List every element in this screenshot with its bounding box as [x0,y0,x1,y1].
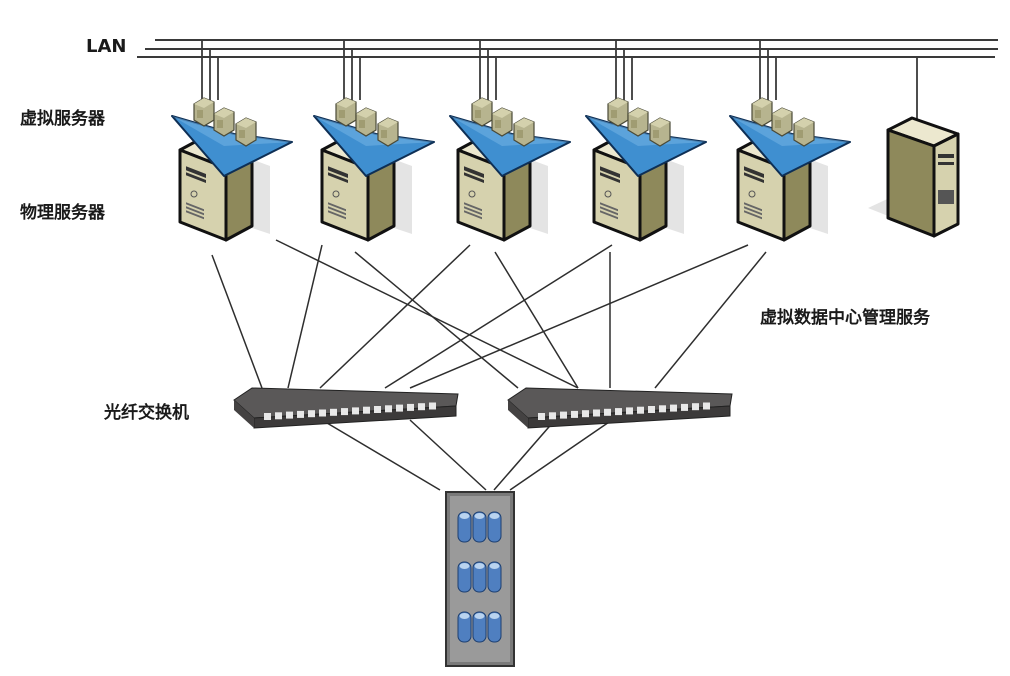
san-link [211,254,263,389]
san-link [354,251,519,389]
switch-port [418,403,425,411]
host-4 [586,98,706,240]
switch-port [385,405,392,413]
disk [472,611,487,643]
management-service-label: 虚拟数据中心管理服务 [760,308,930,328]
switch-port [659,405,666,413]
storage-array [445,491,515,667]
switch-port [626,407,633,415]
switch-port [352,407,359,415]
physical-servers-label: 物理服务器 [20,203,105,223]
switch-port [286,411,293,419]
switch-port [319,409,326,417]
disk [472,561,487,593]
switch-port [604,408,611,416]
virtual-servers-label: 虚拟服务器 [20,109,105,129]
switch-port [429,402,436,410]
san-link [409,244,749,389]
switch-port [363,406,370,414]
management-server [868,116,960,238]
switch-port [407,403,414,411]
disk [457,611,472,643]
switch-port [582,410,589,418]
san-link [409,419,487,491]
disk-top [459,513,470,519]
lan-drops [201,40,918,120]
san-links [211,239,767,491]
san-link [287,244,323,389]
disk [457,561,472,593]
switch-port [275,412,282,420]
disk-top [474,613,485,619]
host-1 [172,98,292,240]
san-link [319,244,471,389]
san-link [654,251,767,389]
switch-port [330,408,337,416]
san-link [275,239,579,389]
fiber-switch-2 [507,387,733,429]
disk-top [474,513,485,519]
disk [472,511,487,543]
host-2 [314,98,434,240]
switch-port [703,402,710,410]
switch-port [374,406,381,413]
san-link [509,419,613,491]
disk-top [459,563,470,569]
san-link [321,419,441,491]
disk-top [459,613,470,619]
switch-port [341,408,348,416]
switch-port [264,413,271,420]
switch-port [308,410,315,418]
switch-port [571,410,578,418]
host-3 [450,98,570,240]
disk [487,511,502,543]
disk-top [489,563,500,569]
switch-port [648,406,655,413]
switch-port [681,403,688,411]
disk-top [489,513,500,519]
switch-port [670,404,677,412]
disk-top [489,613,500,619]
switch-port [560,411,567,419]
switch-port [615,408,622,416]
fiber-switch-label: 光纤交换机 [104,403,189,423]
switch-port [538,413,545,420]
san-link [494,251,579,389]
san-link [493,419,556,491]
san-link [384,244,613,389]
disk [457,511,472,543]
lan-label: LAN [86,36,127,57]
lan-bus [137,39,998,58]
switch-port [549,412,556,420]
switch-port [297,410,304,418]
switch-port [692,403,699,411]
switch-port [396,404,403,412]
host-5 [730,98,850,240]
switch-port [593,409,600,417]
fiber-switch-1 [233,387,459,429]
switch-port [637,406,644,414]
disk-top [474,563,485,569]
disk [487,561,502,593]
disk [487,611,502,643]
